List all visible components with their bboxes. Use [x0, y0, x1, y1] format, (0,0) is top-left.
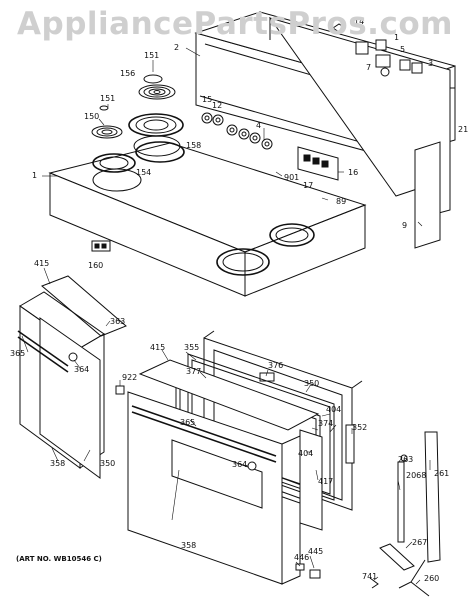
watermark: AppliancePartsPros.com — [17, 6, 453, 42]
callout-label: 160 — [88, 261, 103, 270]
callout-label: 374 — [318, 419, 333, 428]
callout-label: 5 — [400, 45, 405, 54]
callout-label: 21 — [458, 125, 468, 134]
leader-lines — [21, 47, 431, 585]
top-right-small-parts — [332, 23, 423, 77]
callout-label: 12 — [212, 101, 222, 110]
callout-label: 376 — [268, 361, 283, 370]
callout-label: 7 — [366, 63, 371, 72]
callout-label: 404 — [326, 405, 341, 414]
callout-label: 156 — [120, 69, 135, 78]
callout-label: 1 — [394, 33, 399, 42]
callout-label: 263 — [398, 455, 413, 464]
callout-label: 3 — [428, 59, 433, 68]
callout-label: 14 — [354, 17, 364, 26]
callout-label: 358 — [50, 459, 65, 468]
callout-label: 89 — [336, 197, 346, 206]
callout-label: 741 — [362, 572, 377, 581]
surface-burners — [91, 74, 185, 173]
hinge-parts — [295, 431, 441, 597]
callout-label: 364 — [232, 460, 247, 469]
callout-label: 2068 — [406, 471, 426, 480]
callout-label: 445 — [308, 547, 323, 556]
oven-door-front — [127, 359, 355, 585]
callout-label: 350 — [100, 459, 115, 468]
callout-label: 4 — [256, 121, 261, 130]
callout-label: 15 — [202, 95, 212, 104]
terminal-block — [91, 240, 111, 252]
callout-label: 363 — [110, 317, 125, 326]
callout-label: 901 — [284, 173, 299, 182]
callout-label: 9 — [402, 221, 407, 230]
callout-label: 17 — [303, 181, 313, 190]
callout-label: 151 — [100, 94, 115, 103]
callout-label: 358 — [181, 541, 196, 550]
callout-label: 415 — [150, 343, 165, 352]
left-door-assembly — [17, 275, 127, 479]
callout-label: 417 — [318, 477, 333, 486]
callout-label: 151 — [144, 51, 159, 60]
callout-label: 365 — [10, 349, 25, 358]
callout-label: 404 — [298, 449, 313, 458]
callout-label: 364 — [74, 365, 89, 374]
callout-label: 16 — [348, 168, 358, 177]
callout-labels: 14 1 2 151 156 5 7 3 151 15 12 150 4 158… — [10, 17, 468, 583]
callout-label: 446 — [294, 553, 309, 562]
art-number: (ART NO. WB10546 C) — [16, 555, 102, 563]
callout-label: 260 — [424, 574, 439, 583]
callout-label: 150 — [84, 112, 99, 121]
callout-label: 415 — [34, 259, 49, 268]
callout-label: 1 — [32, 171, 37, 180]
callout-label: 158 — [186, 141, 201, 150]
clock-display — [297, 146, 339, 181]
callout-label: 355 — [184, 343, 199, 352]
callout-label: 261 — [434, 469, 449, 478]
callout-label: 352 — [352, 423, 367, 432]
callout-label: 350 — [304, 379, 319, 388]
callout-label: 154 — [136, 168, 151, 177]
callout-label: 365 — [180, 418, 195, 427]
callout-label: 267 — [412, 538, 427, 547]
control-knobs — [201, 112, 273, 150]
callout-label: 922 — [122, 373, 137, 382]
callout-label: 2 — [174, 43, 179, 52]
callout-label: 377 — [186, 367, 201, 376]
